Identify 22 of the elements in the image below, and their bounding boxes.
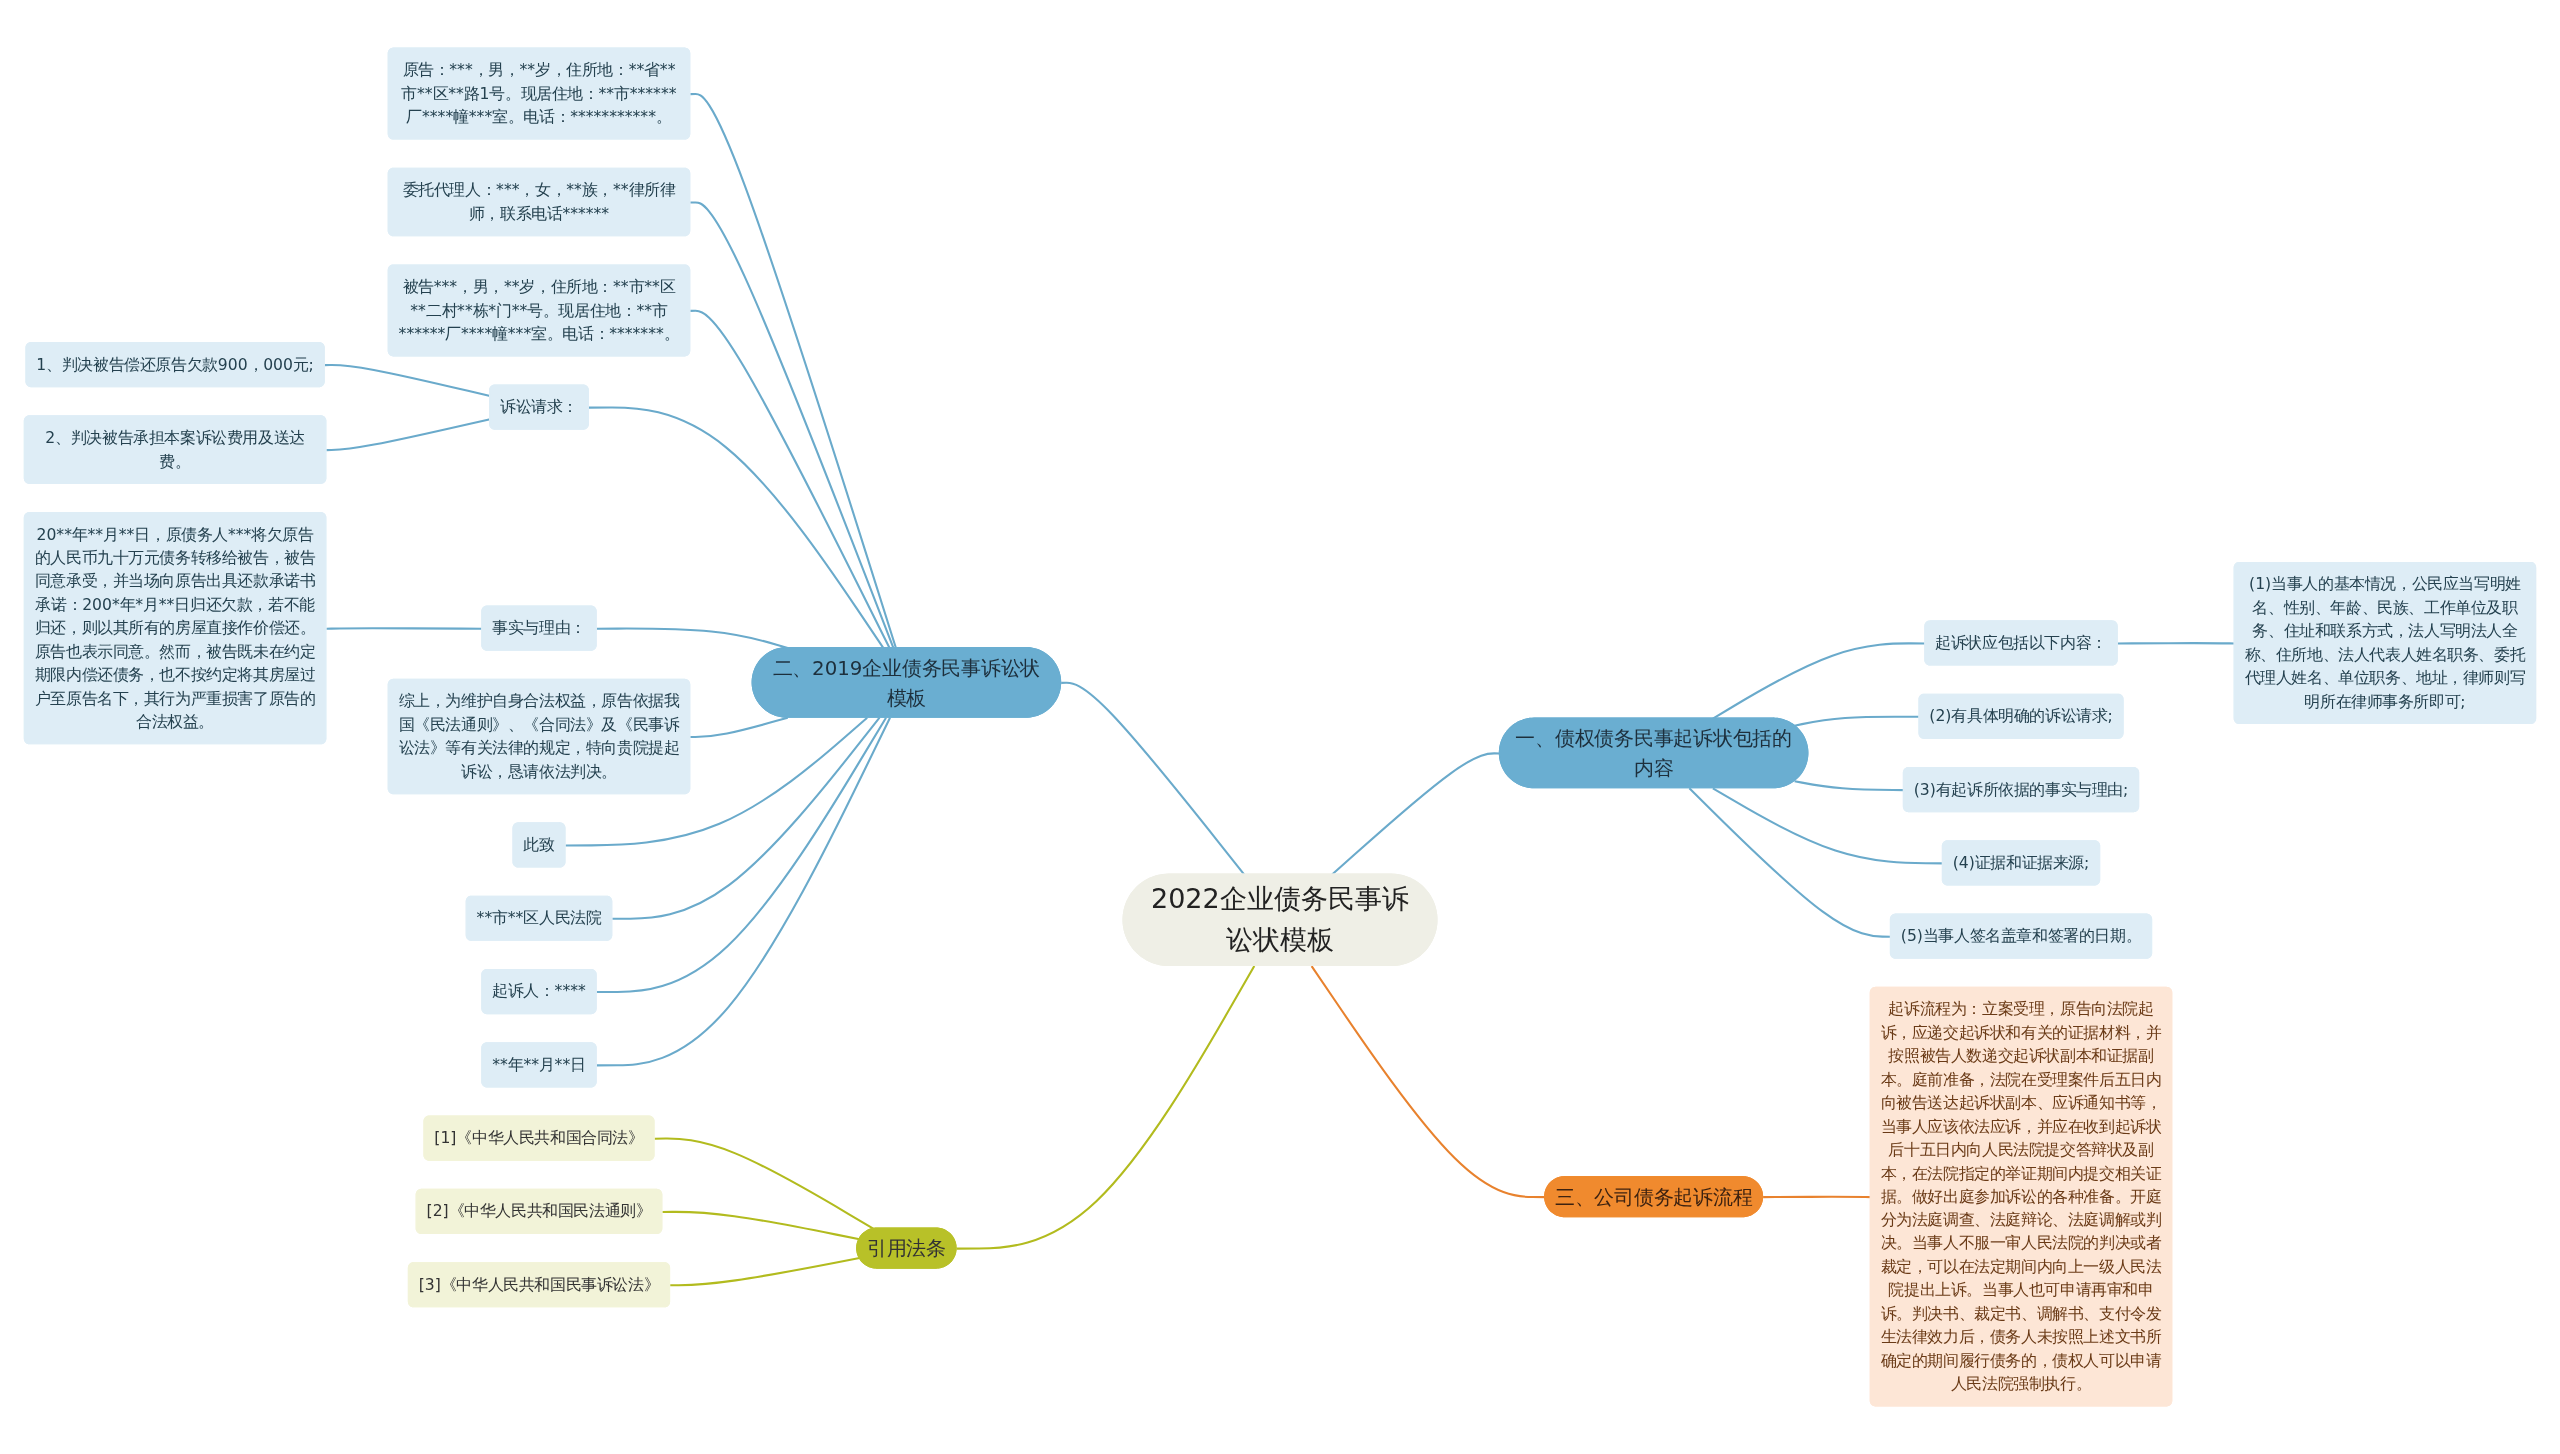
connector [690,201,895,649]
connector [1794,780,1904,792]
connector [596,717,891,1067]
connector [2117,642,2235,645]
connector [565,716,868,847]
connector [1331,752,1500,876]
connector [1712,787,1943,865]
connector [596,717,887,994]
connector [670,1256,860,1287]
connector [1688,787,1891,938]
connector [956,965,1256,1250]
connector [690,309,891,649]
connector [1061,681,1246,876]
connector [1310,965,1546,1199]
connector [1763,1195,1871,1199]
connector [690,93,897,649]
connector [588,406,885,649]
connector [690,716,788,739]
connector [612,717,881,920]
connector [662,1210,860,1241]
connector [654,1137,875,1230]
connector [596,627,788,650]
